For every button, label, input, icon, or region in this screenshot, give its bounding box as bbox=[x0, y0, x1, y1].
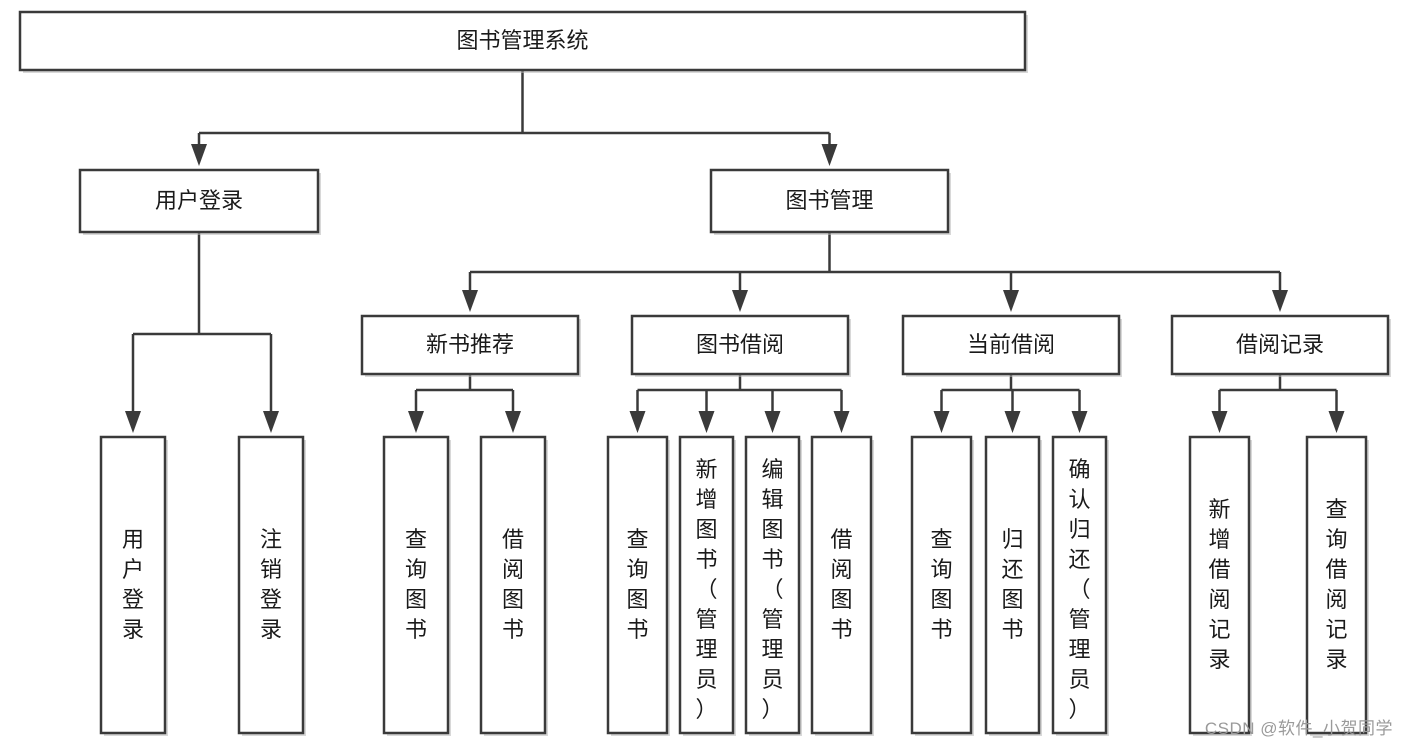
node-label: 新增图书（管理员） bbox=[695, 457, 717, 722]
node-box[interactable] bbox=[810, 435, 873, 735]
node-book-manage[interactable]: 图书管理 bbox=[709, 168, 951, 235]
node-label: 借阅图书 bbox=[502, 527, 524, 642]
node-leaf-borrow-book-1[interactable]: 借阅图书 bbox=[479, 435, 548, 736]
node-book-borrow[interactable]: 图书借阅 bbox=[630, 314, 851, 377]
node-leaf-user-login[interactable]: 用户登录 bbox=[99, 435, 168, 736]
node-box[interactable] bbox=[984, 435, 1041, 735]
node-leaf-return-book[interactable]: 归还图书 bbox=[984, 435, 1042, 736]
node-new-book-recommend[interactable]: 新书推荐 bbox=[360, 314, 581, 377]
node-label: 编辑图书（管理员） bbox=[761, 457, 783, 722]
nodes-layer: 图书管理系统用户登录图书管理新书推荐图书借阅当前借阅借阅记录用户登录注销登录查询… bbox=[18, 10, 1391, 736]
node-box[interactable] bbox=[479, 435, 547, 735]
node-label: 用户登录 bbox=[122, 527, 144, 642]
node-label: 归还图书 bbox=[1001, 527, 1023, 642]
connector-group-new-book-recommend bbox=[408, 374, 521, 433]
node-box[interactable] bbox=[99, 435, 167, 735]
connector-group-book-borrow bbox=[629, 374, 850, 433]
node-label: 图书管理 bbox=[785, 188, 873, 213]
node-leaf-query-record[interactable]: 查询借阅记录 bbox=[1305, 435, 1369, 736]
node-label: 查询图书 bbox=[405, 527, 427, 642]
node-user-login[interactable]: 用户登录 bbox=[78, 168, 321, 235]
node-label: 查询图书 bbox=[930, 527, 952, 642]
node-box[interactable] bbox=[744, 435, 801, 735]
node-box[interactable] bbox=[678, 435, 735, 735]
node-label: 确认归还（管理员） bbox=[1068, 457, 1090, 722]
node-leaf-add-record[interactable]: 新增借阅记录 bbox=[1188, 435, 1252, 736]
node-current-borrow[interactable]: 当前借阅 bbox=[901, 314, 1122, 377]
node-leaf-borrow-book-2[interactable]: 借阅图书 bbox=[810, 435, 874, 736]
node-box[interactable] bbox=[910, 435, 973, 735]
node-label: 查询借阅记录 bbox=[1325, 497, 1347, 672]
node-label: 借阅图书 bbox=[830, 527, 852, 642]
node-label: 新增借阅记录 bbox=[1208, 497, 1230, 672]
node-label: 借阅记录 bbox=[1236, 332, 1324, 357]
connector-group-user-login bbox=[125, 232, 279, 433]
node-label: 当前借阅 bbox=[967, 332, 1055, 357]
node-label: 注销登录 bbox=[260, 527, 282, 642]
node-label: 查询图书 bbox=[626, 527, 648, 642]
node-leaf-logout[interactable]: 注销登录 bbox=[237, 435, 306, 736]
node-box[interactable] bbox=[18, 10, 1027, 72]
node-label: 新书推荐 bbox=[426, 332, 514, 357]
node-label: 用户登录 bbox=[155, 188, 243, 213]
node-box[interactable] bbox=[606, 435, 669, 735]
node-leaf-edit-book[interactable]: 编辑图书（管理员） bbox=[744, 435, 802, 736]
node-box[interactable] bbox=[1188, 435, 1251, 735]
node-box[interactable] bbox=[1305, 435, 1368, 735]
connector-group-book-manage bbox=[462, 232, 1288, 312]
node-leaf-add-book[interactable]: 新增图书（管理员） bbox=[678, 435, 736, 736]
node-box[interactable] bbox=[382, 435, 450, 735]
connector-group-borrow-record bbox=[1211, 374, 1345, 433]
node-box[interactable] bbox=[78, 168, 320, 234]
connector-group-current-borrow bbox=[933, 374, 1088, 433]
node-box[interactable] bbox=[237, 435, 305, 735]
node-root[interactable]: 图书管理系统 bbox=[18, 10, 1028, 73]
node-box[interactable] bbox=[1170, 314, 1390, 376]
node-label: 图书管理系统 bbox=[456, 28, 588, 53]
node-label: 图书借阅 bbox=[696, 332, 784, 357]
node-box[interactable] bbox=[630, 314, 850, 376]
node-leaf-query-book-2[interactable]: 查询图书 bbox=[606, 435, 670, 736]
node-box[interactable] bbox=[360, 314, 580, 376]
node-box[interactable] bbox=[709, 168, 950, 234]
node-leaf-query-book-1[interactable]: 查询图书 bbox=[382, 435, 451, 736]
connectors-layer bbox=[125, 70, 1345, 433]
node-box[interactable] bbox=[901, 314, 1121, 376]
node-box[interactable] bbox=[1051, 435, 1108, 735]
node-leaf-query-book-3[interactable]: 查询图书 bbox=[910, 435, 974, 736]
node-borrow-record[interactable]: 借阅记录 bbox=[1170, 314, 1391, 377]
connector-group-root bbox=[191, 70, 838, 166]
node-leaf-confirm-return[interactable]: 确认归还（管理员） bbox=[1051, 435, 1109, 736]
